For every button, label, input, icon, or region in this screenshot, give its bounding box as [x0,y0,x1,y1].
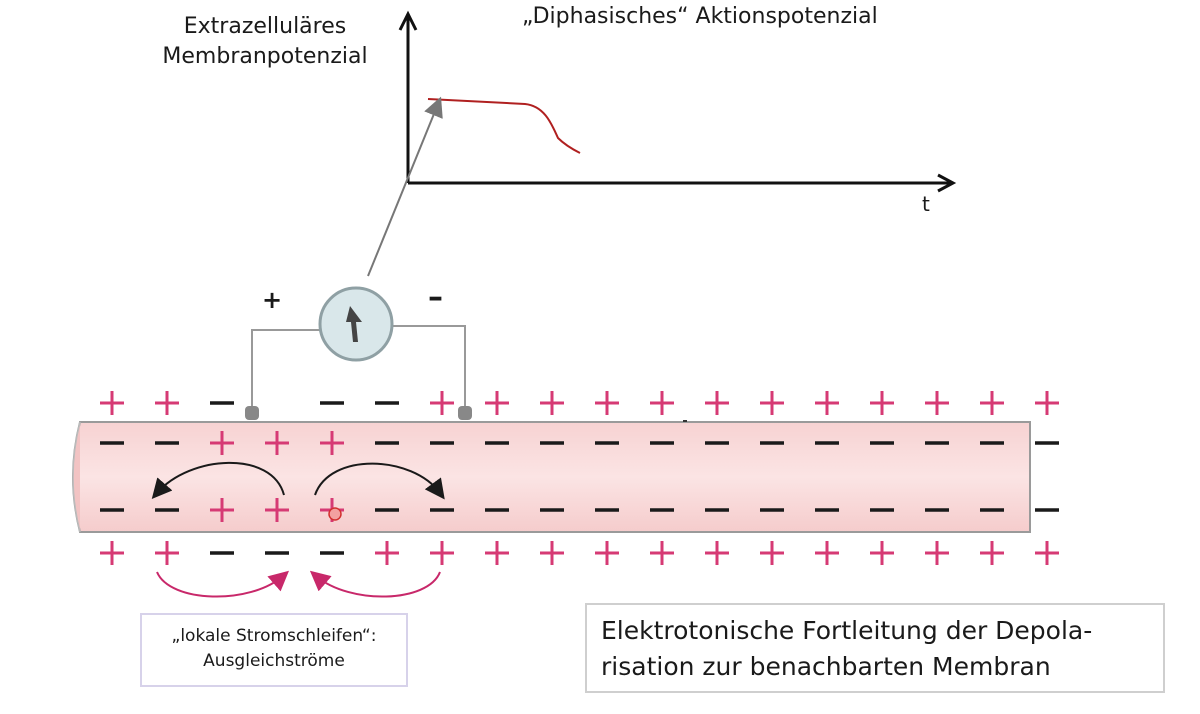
caption-box: Elektrotonische Fortleitung der Depola- … [585,603,1165,693]
y-axis-arrowhead [398,10,418,31]
electrode-minus [458,406,472,420]
charge-outer-top-8 [485,391,509,415]
meter-wire-right [392,325,466,412]
charge-outer-bottom-13 [760,541,784,565]
electrode-plus-label: + [262,286,283,314]
charge-outer-top-9 [540,391,564,415]
charge-outer-top-16 [925,391,949,415]
charge-outer-top-17 [980,391,1004,415]
charge-inner-bottom-3 [210,498,234,522]
highlight-dot [328,507,342,521]
x-axis-arrowhead [937,173,957,193]
charge-inner-top-5 [320,431,344,455]
charge-outer-bottom-1 [100,541,124,565]
charge-inner-bottom-4 [265,498,289,522]
meter-pointer-line [367,96,443,277]
internal-current-left [151,461,285,500]
axon-body [72,421,1031,533]
caption-line-2: risation zur benachbarten Membran [601,652,1051,681]
charge-outer-bottom-6 [375,541,399,565]
charge-outer-top-11 [650,391,674,415]
graph-y-label-line-2: Membranpotenzial [162,44,368,69]
external-current-right [309,570,441,598]
charge-inner-top-4 [265,431,289,455]
charge-outer-top-13 [760,391,784,415]
charge-outer-top-2 [155,391,179,415]
charge-outer-bottom-18 [1035,541,1059,565]
caption-line-1: Elektrotonische Fortleitung der Depola- [601,616,1093,645]
graph-x-label: t [922,192,930,216]
charge-outer-top-7 [430,391,454,415]
electrode-minus-label: – [428,280,443,315]
graph-y-label-line-1: Extrazelluläres [183,14,347,39]
charge-outer-top-1 [100,391,124,415]
axon [72,421,1031,533]
charge-outer-top-18 [1035,391,1059,415]
voltmeter-circuit [245,286,472,420]
local-currents-box: „lokale Stromschleifen“: Ausgleichströme [140,613,408,687]
internal-current-right [314,462,445,500]
graph [398,10,957,193]
charge-inner-top-3 [210,431,234,455]
graph-y-label: Extrazelluläres Membranpotenzial [150,12,380,72]
local-currents-line-1: „lokale Stromschleifen“: [171,626,377,646]
membrane-charges [100,391,1059,565]
charge-outer-bottom-15 [870,541,894,565]
charge-outer-bottom-14 [815,541,839,565]
charge-outer-bottom-16 [925,541,949,565]
axon-cut-end [72,421,81,533]
charge-outer-bottom-12 [705,541,729,565]
charge-outer-top-10 [595,391,619,415]
external-current-left [156,570,290,598]
charge-outer-bottom-17 [980,541,1004,565]
charge-outer-bottom-2 [155,541,179,565]
charge-outer-bottom-9 [540,541,564,565]
charge-outer-top-15 [870,391,894,415]
charge-outer-top-14 [815,391,839,415]
charge-outer-top-12 [705,391,729,415]
charge-outer-bottom-7 [430,541,454,565]
potential-trace [427,98,581,154]
meter-wire-left [251,329,320,412]
charge-outer-bottom-11 [650,541,674,565]
charge-outer-bottom-8 [485,541,509,565]
charge-outer-bottom-10 [595,541,619,565]
graph-title: „Diphasisches“ Aktionspotenzial [522,4,878,29]
voltmeter-needle-icon [346,306,362,342]
local-currents-line-2: Ausgleichströme [203,651,345,671]
electrode-plus [245,406,259,420]
